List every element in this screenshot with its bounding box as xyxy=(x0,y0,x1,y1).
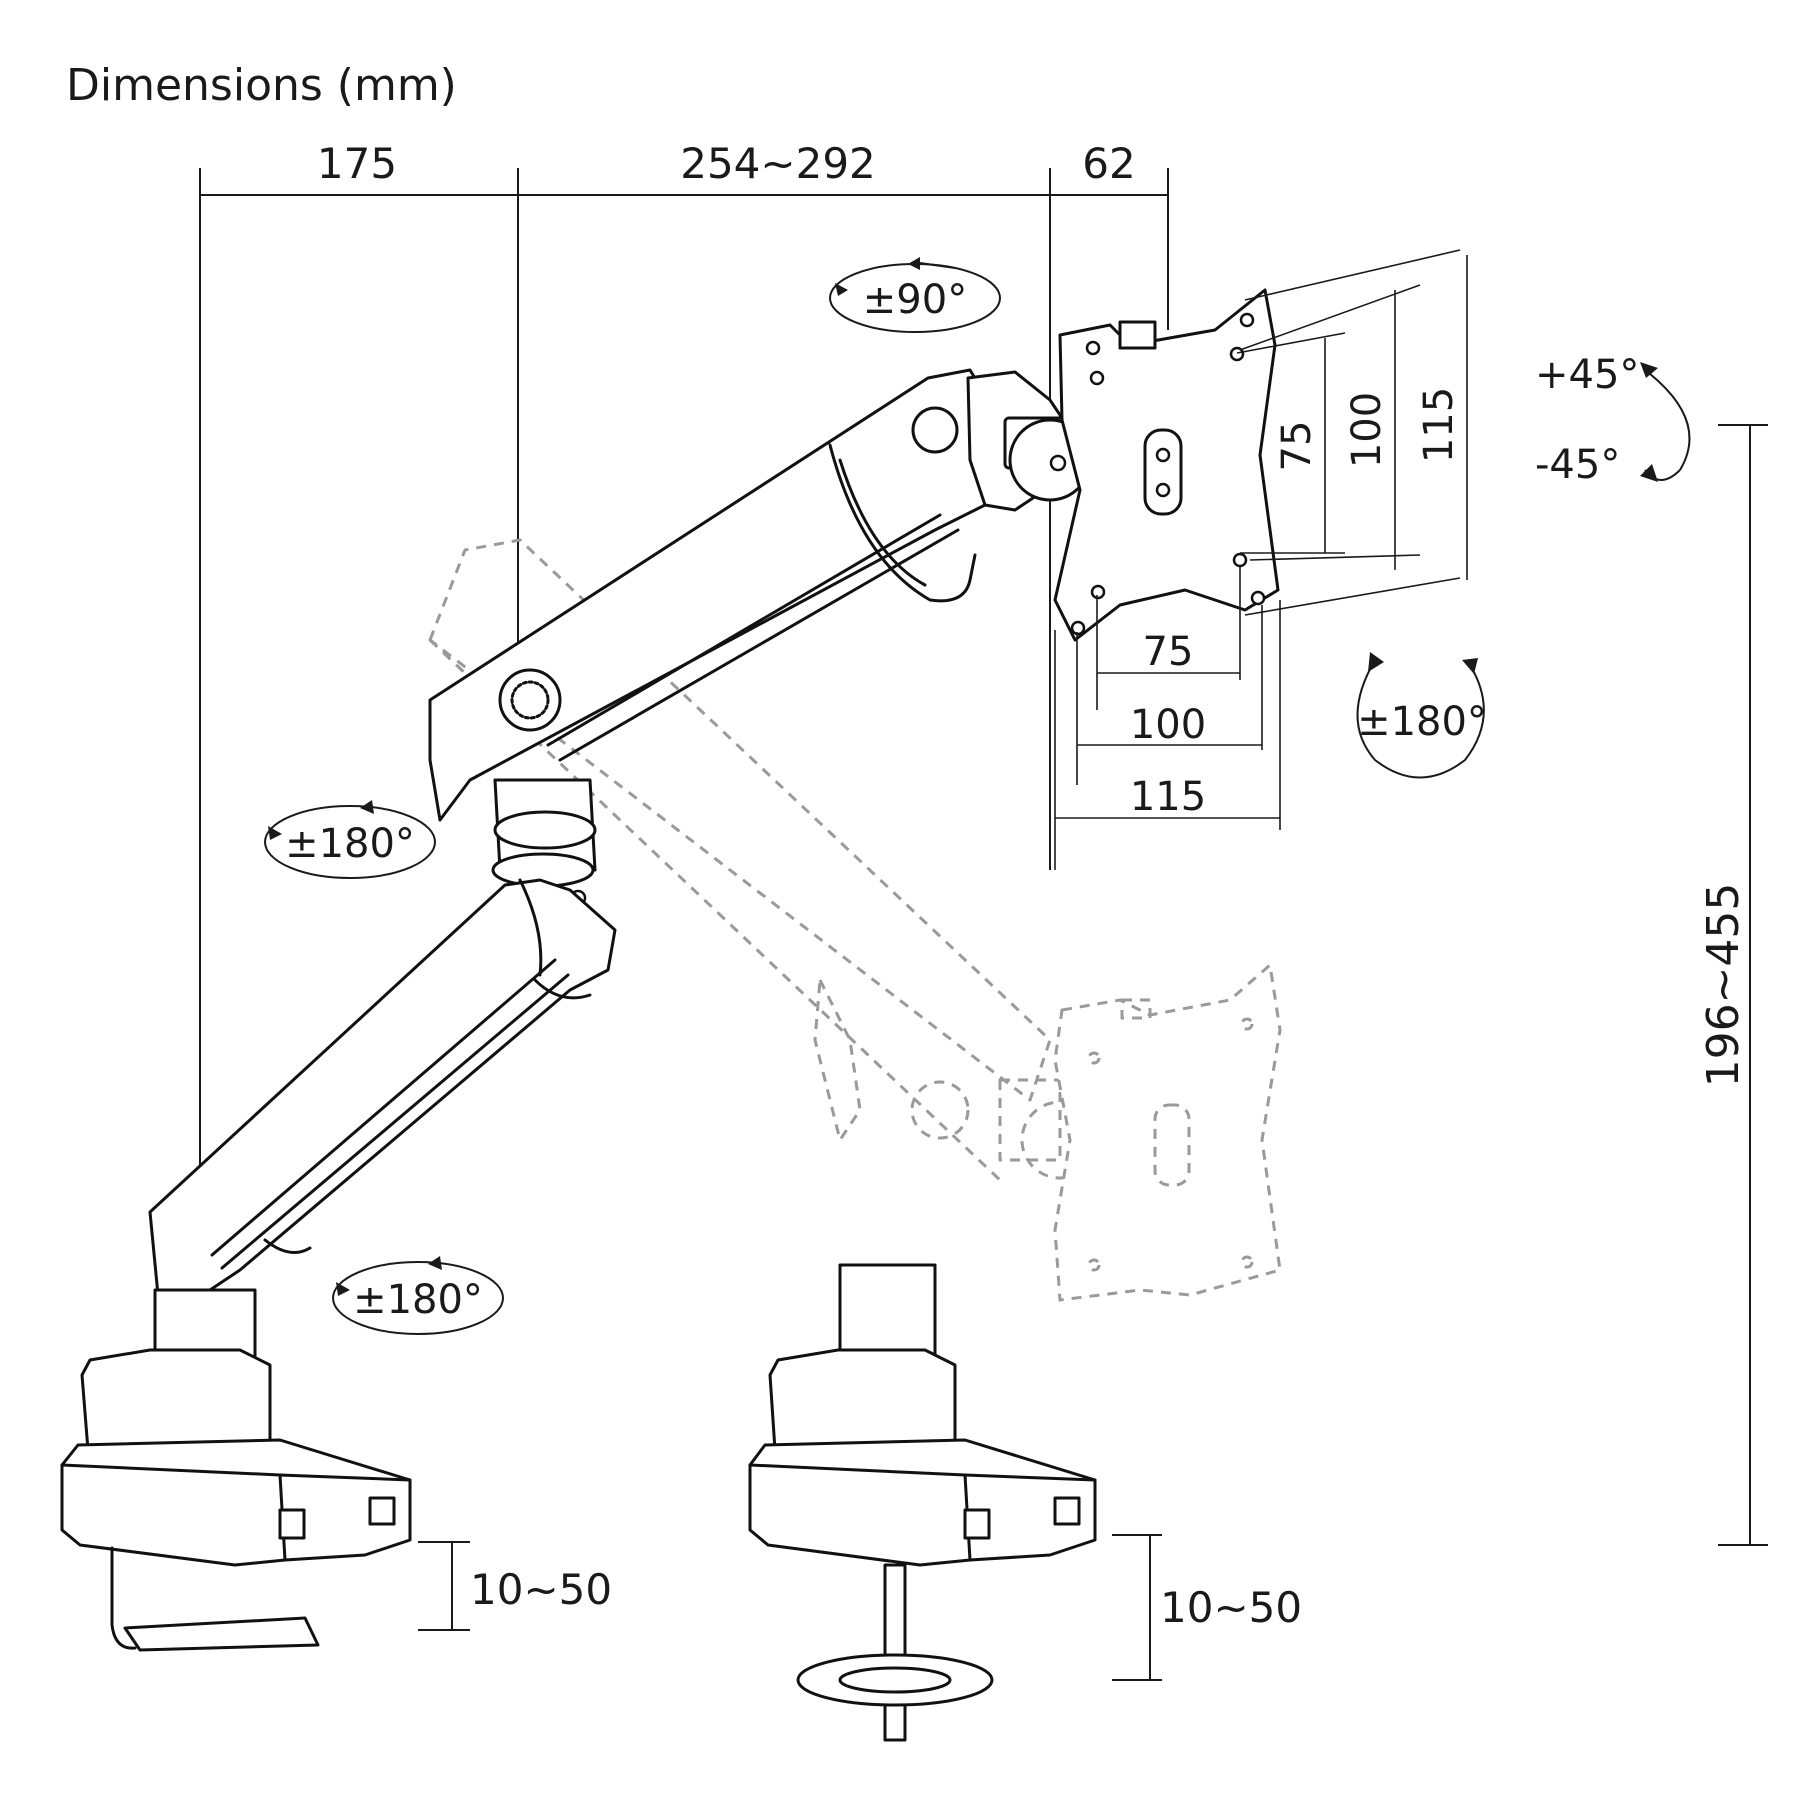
upper-arm xyxy=(428,368,987,822)
dim-height-range: 196~455 xyxy=(1698,883,1749,1088)
rotation-tilt-up-label: +45° xyxy=(1535,352,1639,398)
rotation-head-swivel-label: ±90° xyxy=(863,277,967,323)
diagram-title: Dimensions (mm) xyxy=(66,60,457,111)
dim-vesa-v-115: 115 xyxy=(1416,387,1462,463)
elbow-joint xyxy=(491,778,597,907)
dim-vesa-h-115: 115 xyxy=(1130,774,1206,820)
rotation-elbow: ±180° xyxy=(264,800,436,879)
dim-head-depth: 62 xyxy=(1082,139,1135,188)
dim-vesa-h-75: 75 xyxy=(1143,629,1194,675)
rotation-tilt-down-label: -45° xyxy=(1535,442,1620,488)
dim-arm-reach: 254~292 xyxy=(680,139,876,188)
clamp-mount xyxy=(60,1288,412,1652)
vesa-vertical-dims xyxy=(1236,249,1468,616)
rotation-screen: ±180° xyxy=(1356,652,1487,779)
rotation-base: ±180° xyxy=(332,1256,504,1335)
dim-vesa-v-75: 75 xyxy=(1274,421,1320,472)
clamp-thickness-dim xyxy=(418,1541,470,1631)
vesa-plate xyxy=(1053,288,1280,642)
dim-grommet-thickness: 10~50 xyxy=(1160,1583,1302,1632)
dim-clamp-thickness: 10~50 xyxy=(470,1565,612,1614)
rotation-elbow-label: ±180° xyxy=(285,821,415,867)
dim-base-to-pole: 175 xyxy=(317,139,397,188)
grommet-mount xyxy=(748,1263,1097,1742)
vesa-horizontal-dims xyxy=(1054,565,1281,870)
rotation-base-label: ±180° xyxy=(353,1277,483,1323)
top-dimension-lines xyxy=(199,168,1169,1375)
tilt-joint xyxy=(966,370,1092,512)
rotation-screen-label: ±180° xyxy=(1357,699,1487,745)
dim-vesa-h-100: 100 xyxy=(1130,702,1206,748)
dim-vesa-v-100: 100 xyxy=(1344,392,1390,468)
rotation-head-swivel: ±90° xyxy=(829,257,1001,333)
rotation-tilt: +45° -45° xyxy=(1535,352,1691,488)
ghost-vesa-plate xyxy=(1053,962,1282,1302)
grommet-thickness-dim xyxy=(1112,1534,1162,1681)
height-dimension xyxy=(1718,424,1768,1546)
lower-arm xyxy=(148,878,617,1312)
